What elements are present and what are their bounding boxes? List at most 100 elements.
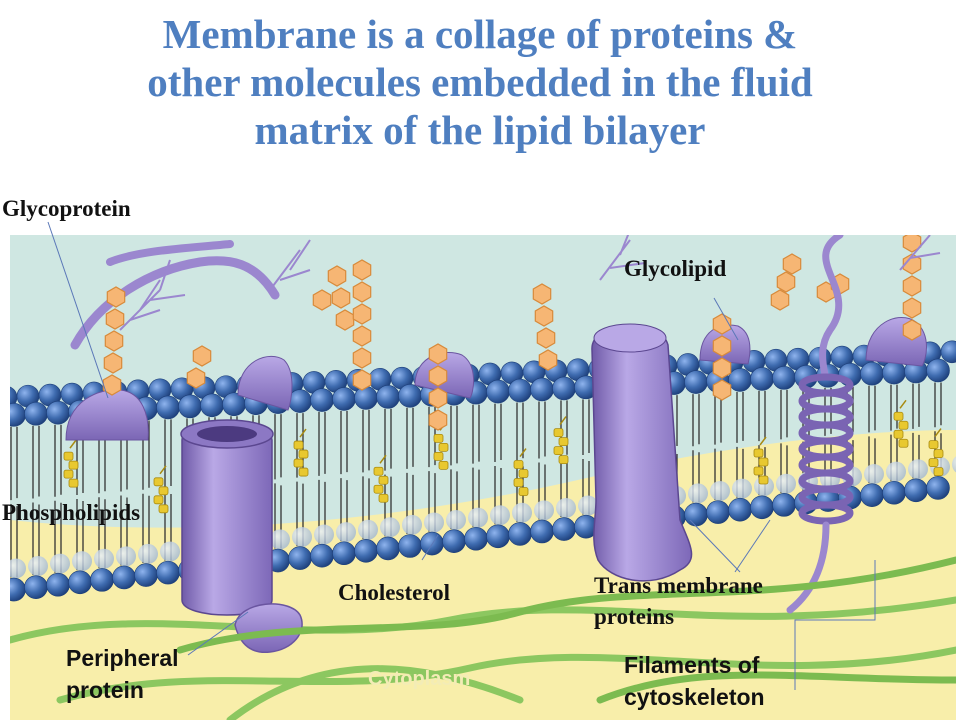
sugar-unit [102, 374, 122, 396]
helix-coil [798, 501, 854, 525]
phospholipid-head [732, 478, 752, 499]
phospholipid-head [310, 543, 334, 568]
phospholipid-tail [384, 408, 392, 471]
phospholipid-head [468, 507, 488, 528]
cholesterol-molecule [893, 399, 909, 448]
leader-lines [47, 221, 876, 690]
phospholipid-head [534, 500, 554, 521]
sugar-unit [186, 367, 206, 389]
sugar-unit [352, 325, 372, 347]
phospholipid-head [72, 551, 92, 572]
sugar-unit [428, 409, 448, 431]
phospholipid-head [446, 510, 466, 531]
phospholipid-head [402, 514, 422, 535]
phospholipid-head [772, 366, 796, 390]
phospholipid-head [354, 539, 378, 563]
phospholipid-head [486, 524, 510, 549]
phospholipid-head [354, 386, 378, 410]
sugar-unit [105, 308, 125, 330]
sugar-unit [534, 305, 554, 327]
phospholipid-head [750, 495, 774, 520]
large-transmembrane-protein [591, 323, 693, 582]
title-line-2: other molecules embedded in the fluid [147, 59, 813, 105]
sugar-unit [770, 289, 790, 311]
phospholipid-head [886, 461, 906, 482]
phospholipid-tail [582, 399, 590, 455]
sugar-unit [782, 253, 802, 275]
sugar-unit [352, 369, 372, 391]
sugar-unit [352, 281, 372, 303]
phospholipid-head [904, 478, 928, 503]
phospholipid-head [552, 376, 576, 401]
phospholipid-head [552, 517, 576, 541]
phospholipid-tail [318, 412, 326, 476]
phospholipid-head [398, 534, 422, 558]
phospholipid-tail [362, 409, 370, 473]
phospholipid-head [314, 524, 334, 545]
phospholipid-head [684, 502, 708, 527]
phospholipid-tail [538, 401, 546, 459]
cholesterol-molecule [928, 428, 944, 477]
phospholipid-head [28, 556, 48, 577]
phospholipid-head [578, 495, 598, 516]
phospholipid-head [10, 403, 26, 427]
phospholipid-head [926, 358, 950, 383]
phospholipid-head [464, 526, 488, 551]
sugar-unit [902, 275, 922, 297]
title-line-1: Membrane is a collage of proteins & [162, 11, 798, 57]
phospholipid-tail [736, 391, 744, 443]
phospholipid-tail [472, 404, 480, 464]
cholesterol-molecule [553, 416, 569, 465]
phospholipid-head [776, 473, 796, 494]
label-glycoprotein: Glycoprotein [2, 196, 131, 221]
sugar-unit [902, 319, 922, 341]
phospholipid-head [728, 368, 752, 392]
cholesterol-molecule [753, 436, 769, 485]
phospholipid-head [882, 480, 906, 505]
phospholipid-head [490, 505, 510, 526]
phospholipid-head [376, 385, 400, 409]
title-line-3: matrix of the lipid bilayer [254, 107, 706, 153]
phospholipid-head [332, 541, 356, 566]
sugar-unit [428, 387, 448, 409]
phospholipid-head [530, 519, 554, 544]
phospholipid-head [952, 456, 956, 473]
phospholipid-head [112, 565, 136, 590]
phospholipid-head [156, 395, 180, 420]
phospholipid-head [864, 464, 884, 485]
phospholipid-head [178, 394, 202, 419]
phospholipid-head [380, 517, 400, 538]
phospholipid-tail [934, 382, 942, 428]
phospholipid-tail [164, 419, 172, 489]
phospholipid-head [134, 563, 158, 587]
label-cytoplasm: Cytoplasm [368, 668, 471, 690]
sugar-unit [902, 297, 922, 319]
sugar-unit [352, 347, 372, 369]
sugar-unit [712, 379, 732, 401]
phospholipid-head [200, 393, 224, 418]
phospholipid-head [376, 536, 400, 561]
phospholipid-tail [54, 424, 62, 497]
cholesterol-molecule [513, 448, 529, 496]
label-filaments-line-2: cytoskeleton [624, 684, 765, 710]
phospholipid-tail [890, 384, 898, 431]
phospholipid-tail [692, 394, 700, 447]
sugar-unit [712, 357, 732, 379]
phospholipid-head [24, 575, 48, 599]
cytoskeleton-filaments-front [176, 556, 956, 704]
phospholipid-tail [912, 383, 920, 429]
phospholipid-head [336, 522, 356, 543]
branched-sugar-wisps [119, 235, 941, 331]
phospholipid-head [882, 360, 906, 385]
sugar-unit [536, 327, 556, 349]
phospholipid-head [710, 481, 730, 501]
phospholipid-tail [758, 390, 766, 442]
phospholipid-head [68, 570, 92, 595]
cholesterol-molecule [293, 428, 309, 477]
phospholipid-head [688, 483, 708, 504]
sugar-unit [331, 287, 351, 309]
phospholipid-head [442, 529, 466, 553]
phospholipid-head [156, 560, 180, 585]
sugar-unit [902, 253, 922, 275]
label-peripheral-line-1: Peripheral [66, 645, 179, 671]
